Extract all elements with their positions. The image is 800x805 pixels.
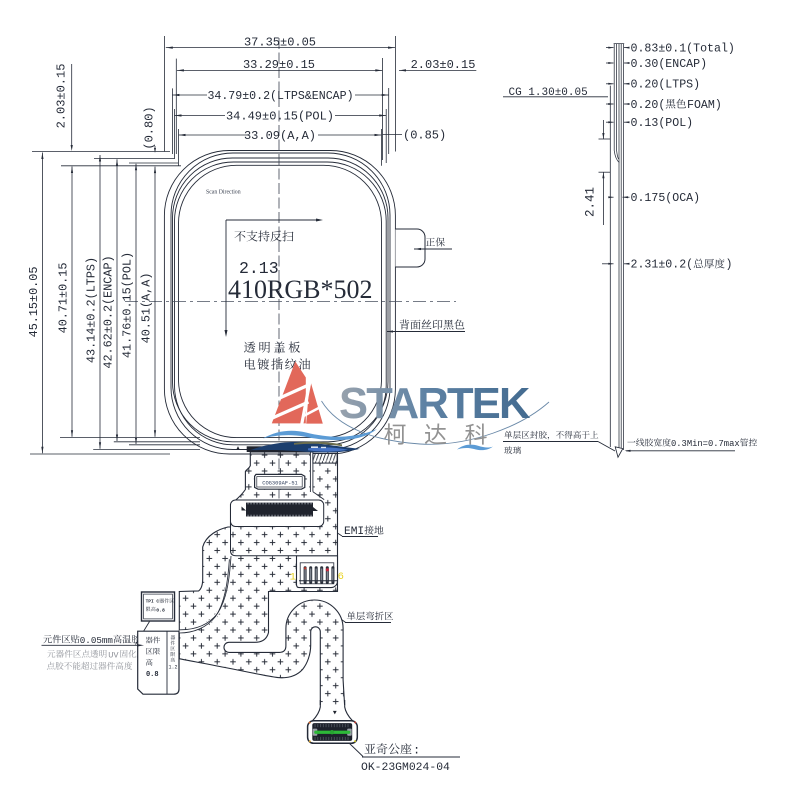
svg-text:41.76±0.15(POL): 41.76±0.15(POL) (121, 252, 135, 358)
svg-text:34.79±0.2(LTPS&ENCAP): 34.79±0.2(LTPS&ENCAP) (207, 90, 353, 103)
svg-text:0.175(OCA): 0.175(OCA) (631, 192, 701, 205)
svg-text:2.13: 2.13 (239, 259, 279, 278)
svg-text:1: 1 (290, 572, 296, 584)
svg-text:43.14±0.2(LTPS): 43.14±0.2(LTPS) (85, 257, 99, 363)
svg-text:COG309AF-51: COG309AF-51 (262, 481, 298, 487)
svg-text:33.09(A,A): 33.09(A,A) (244, 129, 316, 143)
svg-text:EMI: EMI (344, 526, 364, 538)
svg-text:2.31±0.2(: 2.31±0.2( (631, 259, 694, 272)
svg-text:2.03±0.15: 2.03±0.15 (411, 58, 476, 72)
svg-text:0.3Min=0.7max: 0.3Min=0.7max (671, 439, 740, 449)
svg-text:1.2: 1.2 (168, 665, 177, 671)
svg-text:0.20(: 0.20( (631, 99, 666, 112)
svg-text:UV: UV (108, 651, 119, 661)
svg-text:Scan Direction: Scan Direction (206, 190, 241, 196)
svg-text:0.05mm: 0.05mm (80, 635, 114, 646)
svg-text:(0.80): (0.80) (143, 106, 157, 149)
svg-text:37.35±0.05: 37.35±0.05 (244, 36, 316, 50)
svg-text:42.62±0.2(ENCAP): 42.62±0.2(ENCAP) (102, 255, 116, 368)
svg-text:CG 1.30±0.05: CG 1.30±0.05 (509, 87, 588, 99)
svg-text:0.83±0.1(Total): 0.83±0.1(Total) (631, 42, 735, 55)
svg-text:): ) (726, 259, 733, 272)
svg-text:0.30(ENCAP): 0.30(ENCAP) (631, 58, 708, 71)
svg-text:2.41: 2.41 (584, 187, 598, 217)
svg-text:0.8: 0.8 (146, 671, 159, 679)
svg-text:TPI C: TPI C (146, 599, 160, 605)
svg-text:33.29±0.15: 33.29±0.15 (243, 58, 315, 72)
svg-text:STARTEK: STARTEK (339, 380, 531, 428)
svg-text:0.13(POL): 0.13(POL) (631, 117, 694, 130)
svg-text:(0.85): (0.85) (403, 129, 446, 143)
svg-text:6: 6 (338, 571, 344, 583)
svg-text:410RGB*502: 410RGB*502 (228, 275, 372, 304)
svg-text:2.03±0.15: 2.03±0.15 (55, 64, 69, 129)
svg-text:34.49±0.15(POL): 34.49±0.15(POL) (226, 109, 334, 123)
svg-text:0.8: 0.8 (156, 607, 165, 613)
svg-text:40.51(A,A): 40.51(A,A) (140, 273, 154, 344)
svg-text:OK-23GM024-04: OK-23GM024-04 (361, 762, 450, 774)
svg-text:0.20(LTPS): 0.20(LTPS) (631, 79, 701, 92)
svg-text::: : (413, 744, 420, 758)
svg-text:45.15±0.05: 45.15±0.05 (27, 267, 41, 338)
svg-text:40.71±0.15: 40.71±0.15 (57, 263, 71, 334)
svg-text:FOAM): FOAM) (687, 99, 722, 112)
